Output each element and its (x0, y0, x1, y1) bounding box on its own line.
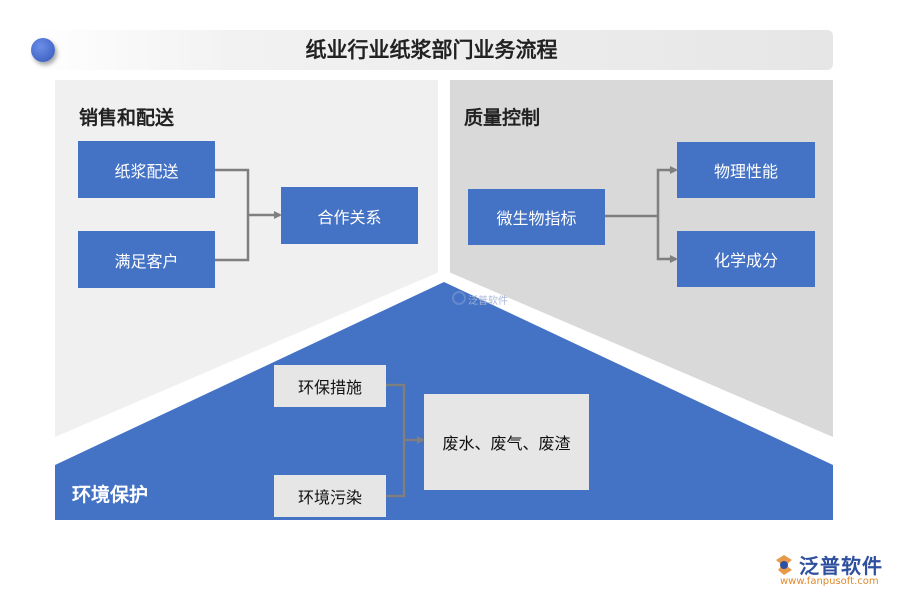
sales-connector (215, 168, 282, 262)
satisfy-customer-box: 满足客户 (78, 231, 215, 288)
cooperation-box: 合作关系 (281, 187, 418, 244)
physical-property-box: 物理性能 (677, 142, 815, 198)
chemical-composition-box: 化学成分 (677, 231, 815, 287)
page-title: 纸业行业纸浆部门业务流程 (305, 37, 558, 62)
watermark-icon (452, 291, 466, 305)
watermark-text: 泛普软件 (468, 296, 508, 307)
quality-heading: 质量控制 (464, 107, 541, 129)
waste-box: 废水、废气、废渣 (424, 394, 589, 490)
environment-connector (386, 383, 425, 498)
quality-connector (605, 166, 678, 263)
microbial-indicator-box: 微生物指标 (468, 189, 605, 245)
environment-heading: 环境保护 (72, 484, 149, 506)
title-bullet-icon (31, 38, 55, 62)
env-measures-box: 环保措施 (274, 365, 386, 407)
title-bar (30, 30, 833, 70)
pulp-delivery-box: 纸浆配送 (78, 141, 215, 198)
env-pollution-box: 环境污染 (274, 475, 386, 517)
sales-heading: 销售和配送 (79, 107, 175, 129)
brand-logo: 泛普软件 (772, 550, 883, 579)
brand-url: www.fanpusoft.com (780, 576, 879, 587)
brand-name: 泛普软件 (799, 554, 883, 578)
brand-logo-icon (776, 554, 792, 575)
